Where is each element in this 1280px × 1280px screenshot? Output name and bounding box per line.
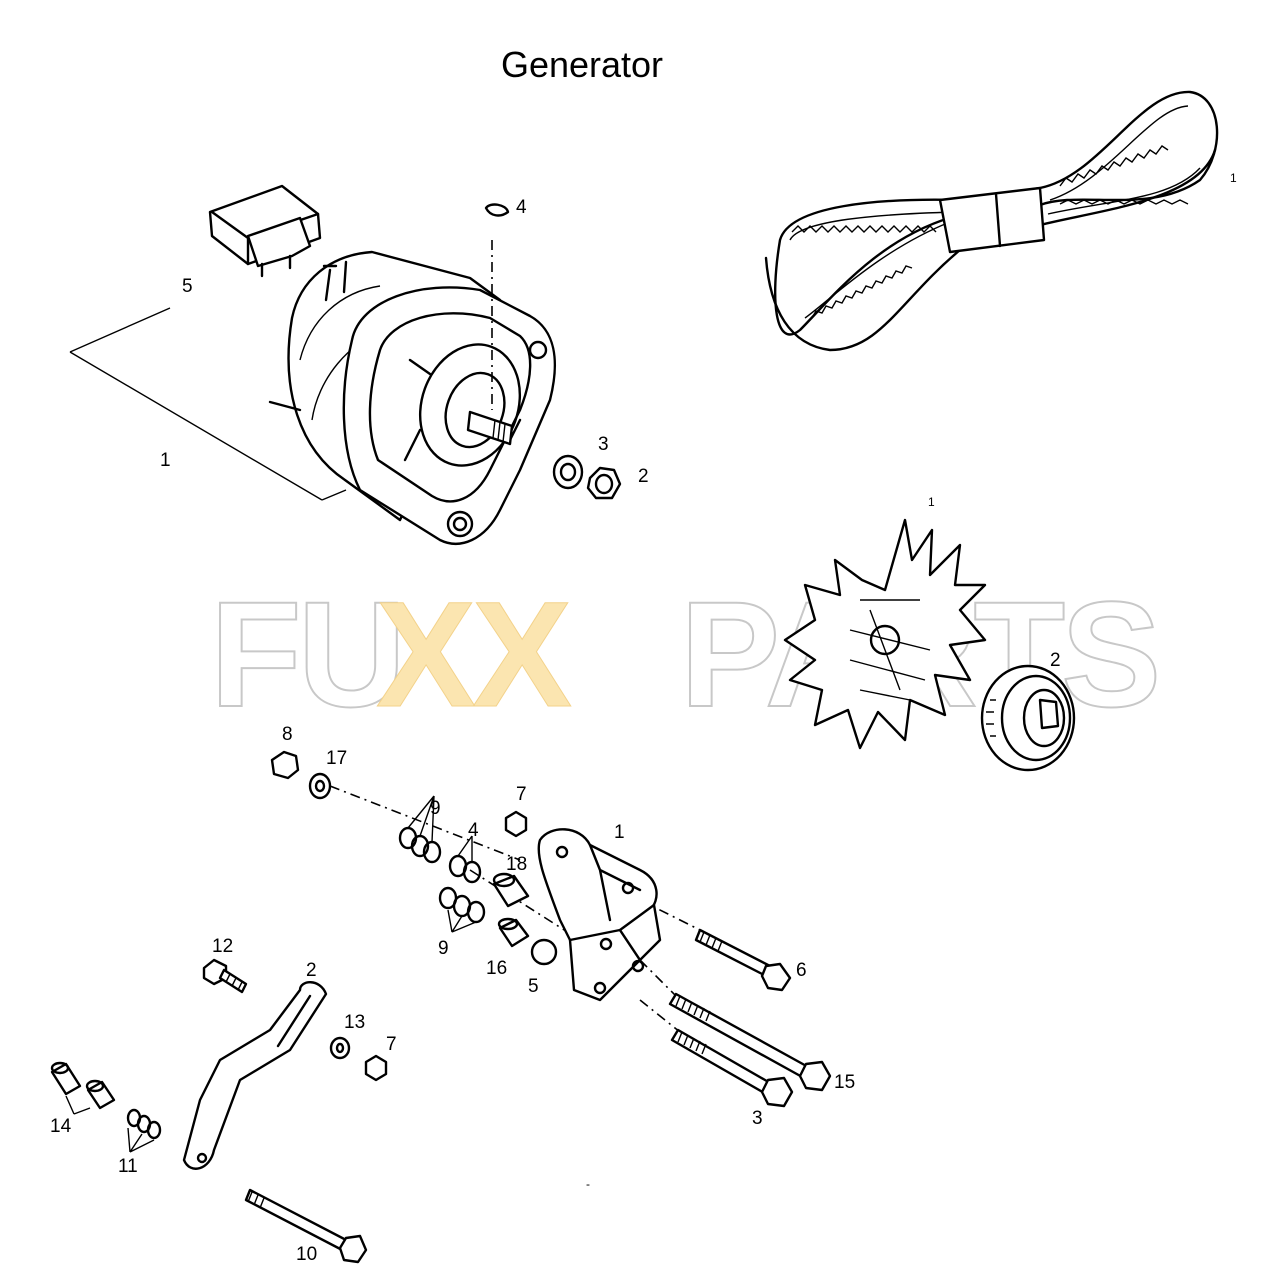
callout-label: 11 xyxy=(118,1156,138,1177)
callout-label: 9 xyxy=(430,798,441,819)
washer xyxy=(329,1036,351,1060)
callout-label: 8 xyxy=(282,724,293,745)
callout-label: 16 xyxy=(486,958,507,979)
v-belt-pulley xyxy=(980,664,1076,772)
v-belt: 1 xyxy=(764,90,1237,352)
alternator-bracket xyxy=(537,828,658,1002)
alternator-assembly: 5 4 1 3 2 xyxy=(69,184,649,545)
adjusting-strap xyxy=(182,981,328,1170)
hex-nut xyxy=(270,750,300,780)
hex-nut xyxy=(504,810,528,838)
spacer-sleeve xyxy=(50,1062,82,1096)
callout-label: 5 xyxy=(182,276,193,297)
washer xyxy=(552,454,584,490)
callout-label: 3 xyxy=(598,434,609,455)
alternator-shaft xyxy=(466,410,514,446)
callout-label: 10 xyxy=(296,1244,317,1265)
callout-label: 1 xyxy=(614,822,625,843)
woodruff-key xyxy=(484,203,510,217)
watermark-text-xx: XX xyxy=(376,570,571,738)
callout-label: 2 xyxy=(306,960,317,981)
callout-label: 18 xyxy=(506,854,527,875)
callout-label: 12 xyxy=(212,936,233,957)
fan-and-pulley: 1 2 xyxy=(783,495,1076,772)
callout-label: 7 xyxy=(516,784,527,805)
page-title: Generator xyxy=(500,44,664,85)
belt-sleeve xyxy=(938,186,1046,254)
watermark-text-fu: FU xyxy=(210,570,402,738)
callout-label: 7 xyxy=(386,1034,397,1055)
callout-label: 4 xyxy=(468,820,479,841)
callout-label: 13 xyxy=(344,1012,365,1033)
spacer-sleeve xyxy=(86,1080,116,1110)
callout-label: 17 xyxy=(326,748,347,769)
callout-label: 5 xyxy=(528,976,539,997)
bolt xyxy=(694,928,772,978)
voltage-regulator xyxy=(208,184,322,278)
callout-label: 2 xyxy=(1050,650,1061,671)
callout-label: 6 xyxy=(796,960,807,981)
footer-mark: - xyxy=(586,1177,590,1191)
spacer-sleeve xyxy=(492,874,530,908)
callout-label: 14 xyxy=(50,1116,72,1137)
washer xyxy=(308,772,332,800)
callout-label: 3 xyxy=(752,1108,763,1129)
bushing xyxy=(530,938,558,966)
spacer-sleeve xyxy=(498,918,530,948)
callout-label: 4 xyxy=(516,197,527,218)
callout-label: 1 xyxy=(160,450,171,471)
mounting-bracket-assembly: 8 17 9 4 7 1 18 9 16 5 6 15 3 12 2 13 7 … xyxy=(50,724,855,1265)
hex-nut xyxy=(586,466,622,500)
hex-nut xyxy=(364,1054,388,1082)
bolt xyxy=(244,1188,352,1254)
callout-label: 2 xyxy=(638,466,649,487)
alternator-front-shield xyxy=(342,286,556,545)
cooling-fan xyxy=(783,518,987,750)
callout-label: 1 xyxy=(1230,171,1237,185)
callout-label: 9 xyxy=(438,938,449,959)
callout-label: 15 xyxy=(834,1072,855,1093)
callout-label: 1 xyxy=(928,495,935,509)
